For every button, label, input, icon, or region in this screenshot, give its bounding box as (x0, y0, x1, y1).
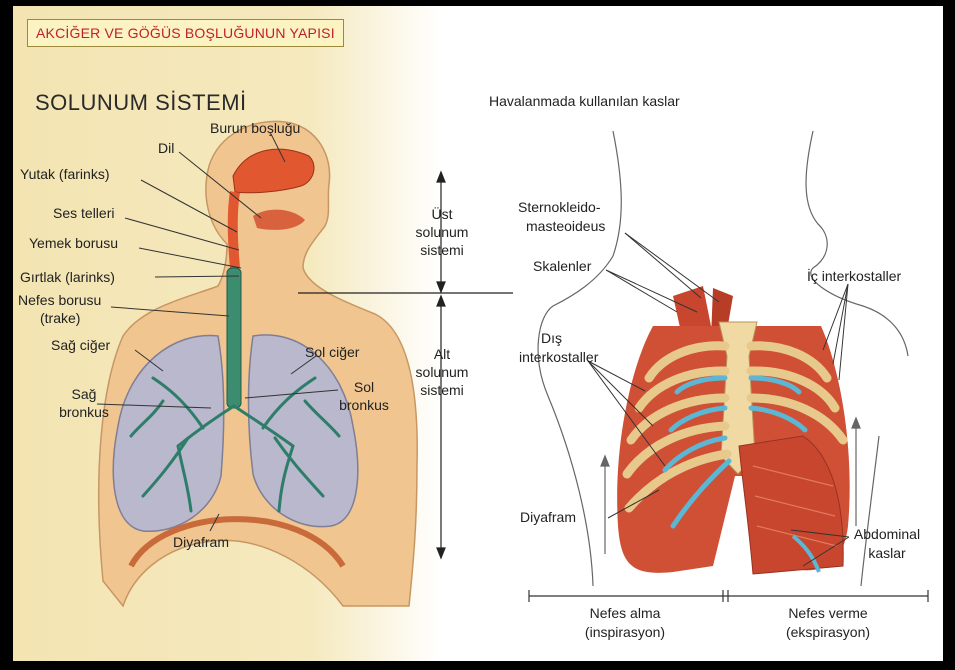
label-diyafram-right: Diyafram (520, 509, 576, 526)
label-sterno-1: Sternokleido- (518, 199, 601, 216)
label-abdominal-2: kaslar (846, 545, 928, 562)
diagram-panel: AKCİĞER VE GÖĞÜS BOŞLUĞUNUN YAPISI SOLUN… (13, 6, 943, 661)
label-nefes-1: Nefes borusu (18, 292, 101, 309)
label-inspirasyon: (inspirasyon) (555, 624, 695, 641)
label-sag-bronkus-2: bronkus (53, 404, 115, 421)
label-nefes-alma: Nefes alma (555, 605, 695, 622)
label-sterno-2: masteoideus (526, 218, 605, 235)
label-ekspirasyon: (ekspirasyon) (753, 624, 903, 641)
label-yutak: Yutak (farinks) (20, 166, 109, 183)
label-sag-bronkus-1: Sağ (58, 386, 110, 403)
label-nefes-verme: Nefes verme (753, 605, 903, 622)
label-ust-3: sistemi (406, 242, 478, 259)
label-alt-2: solunum (406, 364, 478, 381)
label-nefes-2: (trake) (40, 310, 80, 327)
label-diyafram: Diyafram (173, 534, 229, 551)
label-dis-1: Dış (541, 330, 562, 347)
label-ic-interkostaller: İç interkostaller (807, 268, 901, 285)
label-burun: Burun boşluğu (210, 120, 300, 137)
torso-figure (99, 121, 417, 606)
label-sol-bronkus-1: Sol (336, 379, 392, 396)
label-ust-2: solunum (406, 224, 478, 241)
label-alt-3: sistemi (406, 382, 478, 399)
label-sol-ciger: Sol ciğer (305, 344, 359, 361)
havalanma-title: Havalanmada kullanılan kaslar (489, 93, 680, 109)
label-ust-1: Üst (406, 206, 478, 223)
label-sag-ciger: Sağ ciğer (51, 337, 110, 354)
label-skalenler: Skalenler (533, 258, 591, 275)
label-dis-2: interkostaller (519, 349, 598, 366)
header-title: AKCİĞER VE GÖĞÜS BOŞLUĞUNUN YAPISI (27, 19, 344, 47)
label-ses: Ses telleri (53, 205, 114, 222)
label-yemek: Yemek borusu (29, 235, 118, 252)
label-sol-bronkus-2: bronkus (331, 397, 397, 414)
solunum-title: SOLUNUM SİSTEMİ (35, 90, 247, 116)
phase-bracket (529, 590, 928, 602)
label-alt-1: Alt (406, 346, 478, 363)
label-dil: Dil (158, 140, 174, 157)
label-girtlak: Gırtlak (larinks) (20, 269, 115, 286)
label-abdominal-1: Abdominal (846, 526, 928, 543)
